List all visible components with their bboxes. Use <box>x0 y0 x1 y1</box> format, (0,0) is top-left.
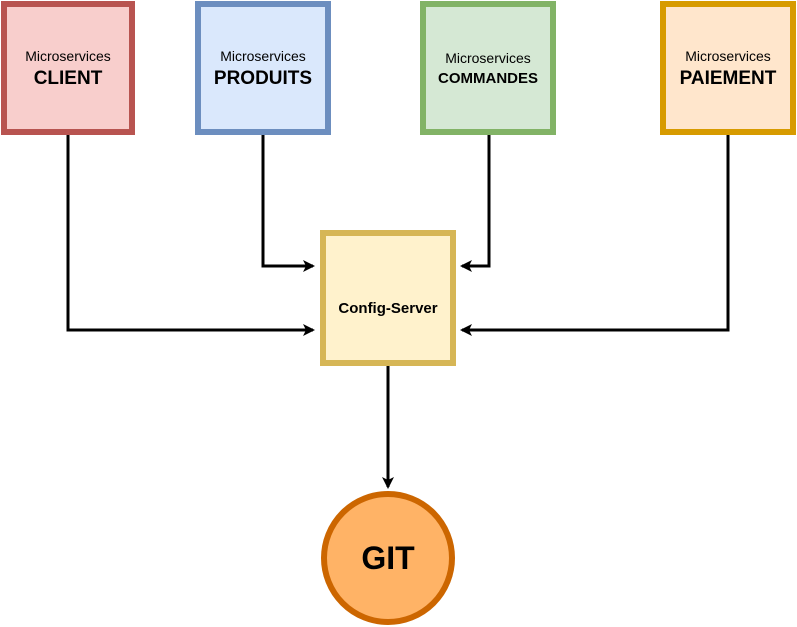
node-produits[interactable]: Microservices PRODUITS <box>195 1 331 135</box>
node-paiement-title: PAIEMENT <box>680 68 777 89</box>
edge-client-to-config <box>66 135 315 336</box>
node-produits-box <box>195 1 331 135</box>
node-git-circle <box>321 491 455 625</box>
edge-paiement-to-config <box>460 135 730 336</box>
node-commandes-title: COMMANDES <box>438 70 538 87</box>
node-git-title: GIT <box>361 540 415 576</box>
node-commandes-subtitle: Microservices <box>445 50 531 66</box>
connectors <box>66 135 730 489</box>
node-commandes[interactable]: Microservices COMMANDES <box>420 1 556 135</box>
node-git[interactable]: GIT <box>321 491 455 625</box>
node-produits-title: PRODUITS <box>214 68 312 89</box>
edge-commandes-to-config <box>460 135 491 272</box>
node-commandes-box <box>420 1 556 135</box>
node-paiement-subtitle: Microservices <box>685 48 771 64</box>
node-client-title: CLIENT <box>34 68 103 89</box>
node-paiement-box <box>660 1 796 135</box>
node-config-server-title: Config-Server <box>338 300 437 317</box>
node-client-box <box>1 1 135 135</box>
node-config-server-box <box>320 230 456 366</box>
node-config-server[interactable]: Config-Server <box>320 230 456 366</box>
node-client-subtitle: Microservices <box>25 48 111 64</box>
edge-produits-to-config <box>261 135 315 272</box>
node-produits-subtitle: Microservices <box>220 48 306 64</box>
node-paiement[interactable]: Microservices PAIEMENT <box>660 1 796 135</box>
node-client[interactable]: Microservices CLIENT <box>1 1 135 135</box>
